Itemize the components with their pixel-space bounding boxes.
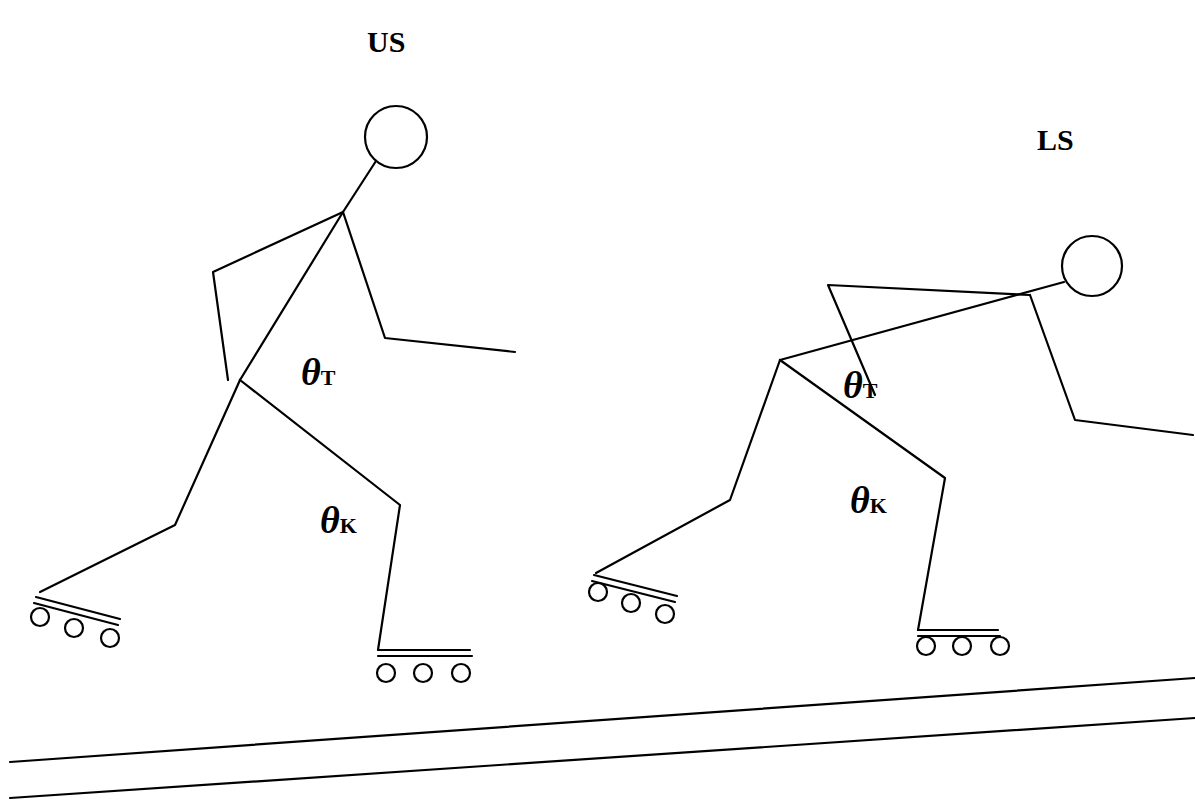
angle-label: θK: [850, 481, 887, 519]
skater-label: US: [367, 27, 405, 57]
angle-label: θT: [843, 366, 877, 404]
angle-label: θK: [320, 501, 357, 539]
skater-label: LS: [1037, 125, 1074, 155]
angle-label: θT: [301, 353, 335, 391]
